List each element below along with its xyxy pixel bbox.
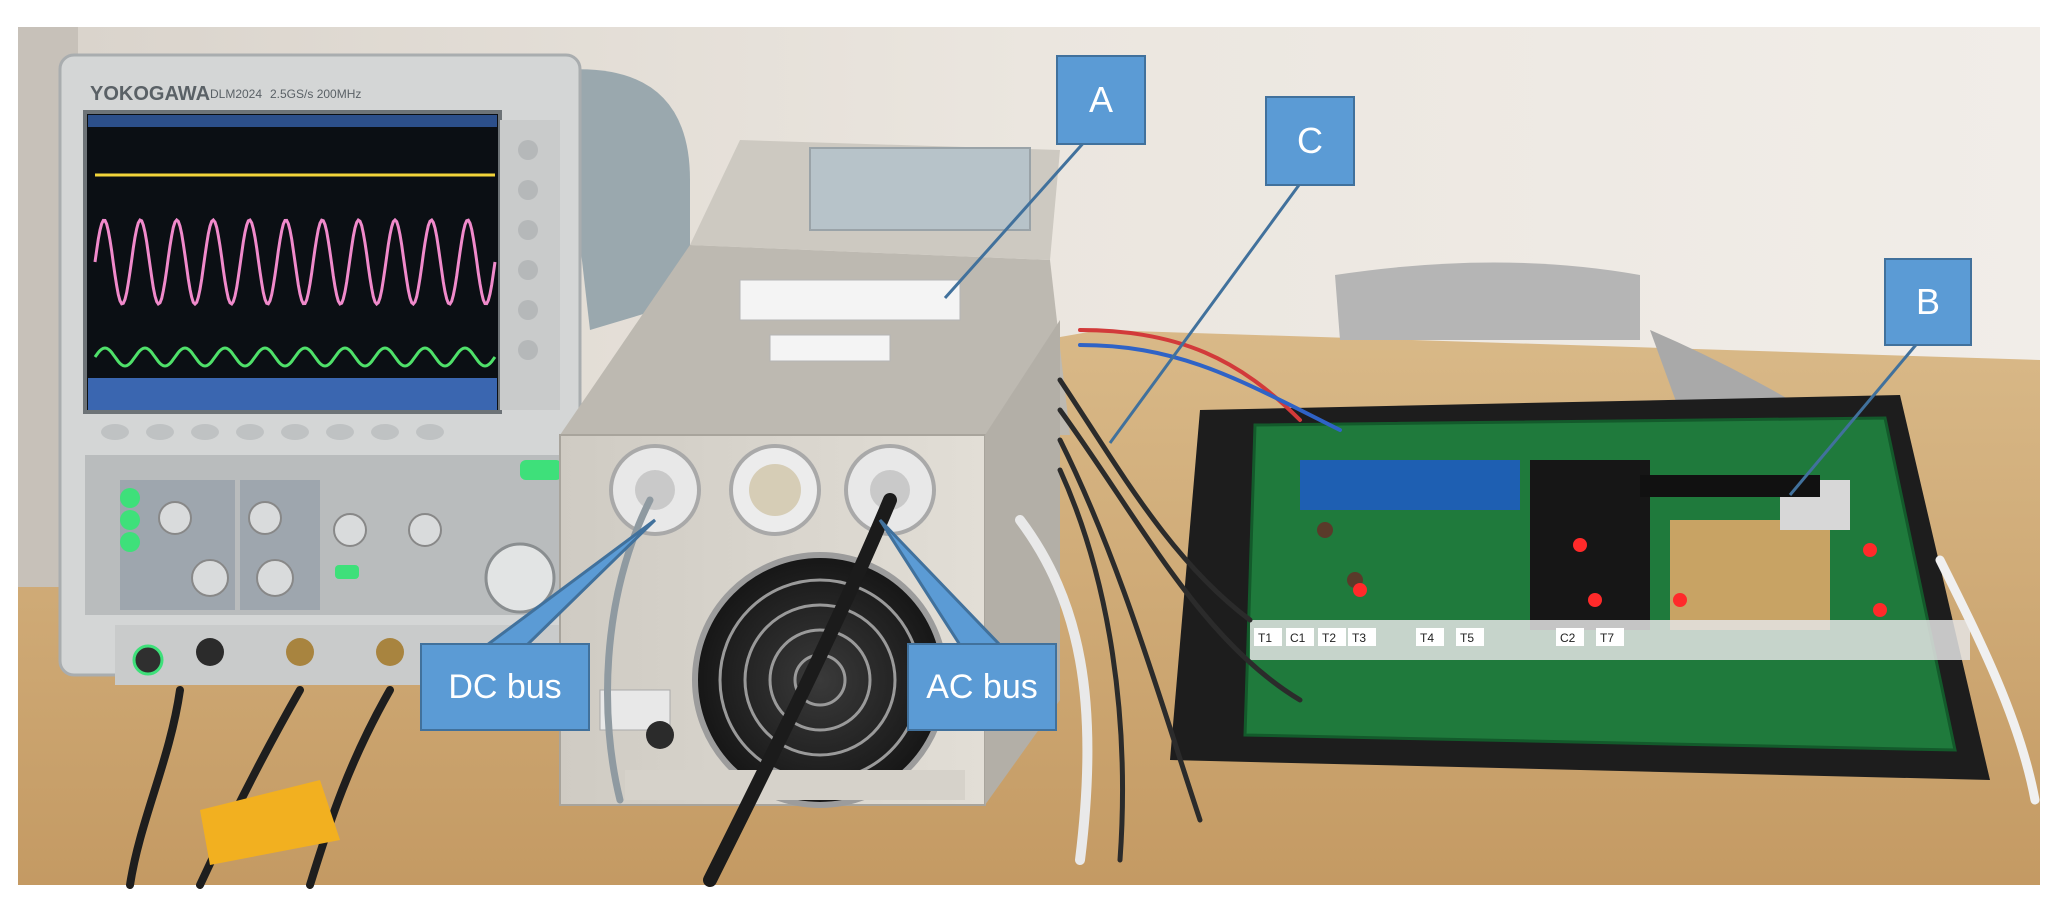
channel-tag: C2 <box>1560 631 1576 645</box>
channel-tag: T4 <box>1420 631 1434 645</box>
channel-tag-bg <box>1456 628 1484 646</box>
channel-tag-bg <box>1556 628 1584 646</box>
scope-model: DLM2024 <box>210 87 262 101</box>
channel-tag: T5 <box>1460 631 1474 645</box>
trace-ch3 <box>93 346 497 368</box>
channel-tag: T1 <box>1258 631 1272 645</box>
channel-tag-bg <box>1318 628 1346 646</box>
callout-c-box: C <box>1265 96 1355 186</box>
control-board <box>1170 262 1990 780</box>
channel-tag: T7 <box>1600 631 1614 645</box>
channel-tag-bg <box>1596 628 1624 646</box>
scope-brand: YOKOGAWA <box>90 83 210 105</box>
channel-tag: T3 <box>1352 631 1366 645</box>
scope-spec: 2.5GS/s 200MHz <box>270 87 361 101</box>
channel-tag-bg <box>1416 628 1444 646</box>
callout-b-box: B <box>1884 258 1972 346</box>
channel-tag: C1 <box>1290 631 1306 645</box>
channel-tags: T1 C1 T2 T3 T4 T5 C2 T7 <box>1254 628 1624 646</box>
callout-a-box: A <box>1056 55 1146 145</box>
ac-bus-label: AC bus <box>907 643 1057 731</box>
trace-ch2 <box>93 217 497 307</box>
channel-tag: T2 <box>1322 631 1336 645</box>
channel-tag-bg <box>1254 628 1282 646</box>
channel-tag-bg <box>1286 628 1314 646</box>
dc-bus-label: DC bus <box>420 643 590 731</box>
oscilloscope: YOKOGAWA DLM2024 2.5GS/s 200MHz <box>58 53 690 685</box>
scope-screen <box>83 110 502 414</box>
channel-tag-bg <box>1348 628 1376 646</box>
